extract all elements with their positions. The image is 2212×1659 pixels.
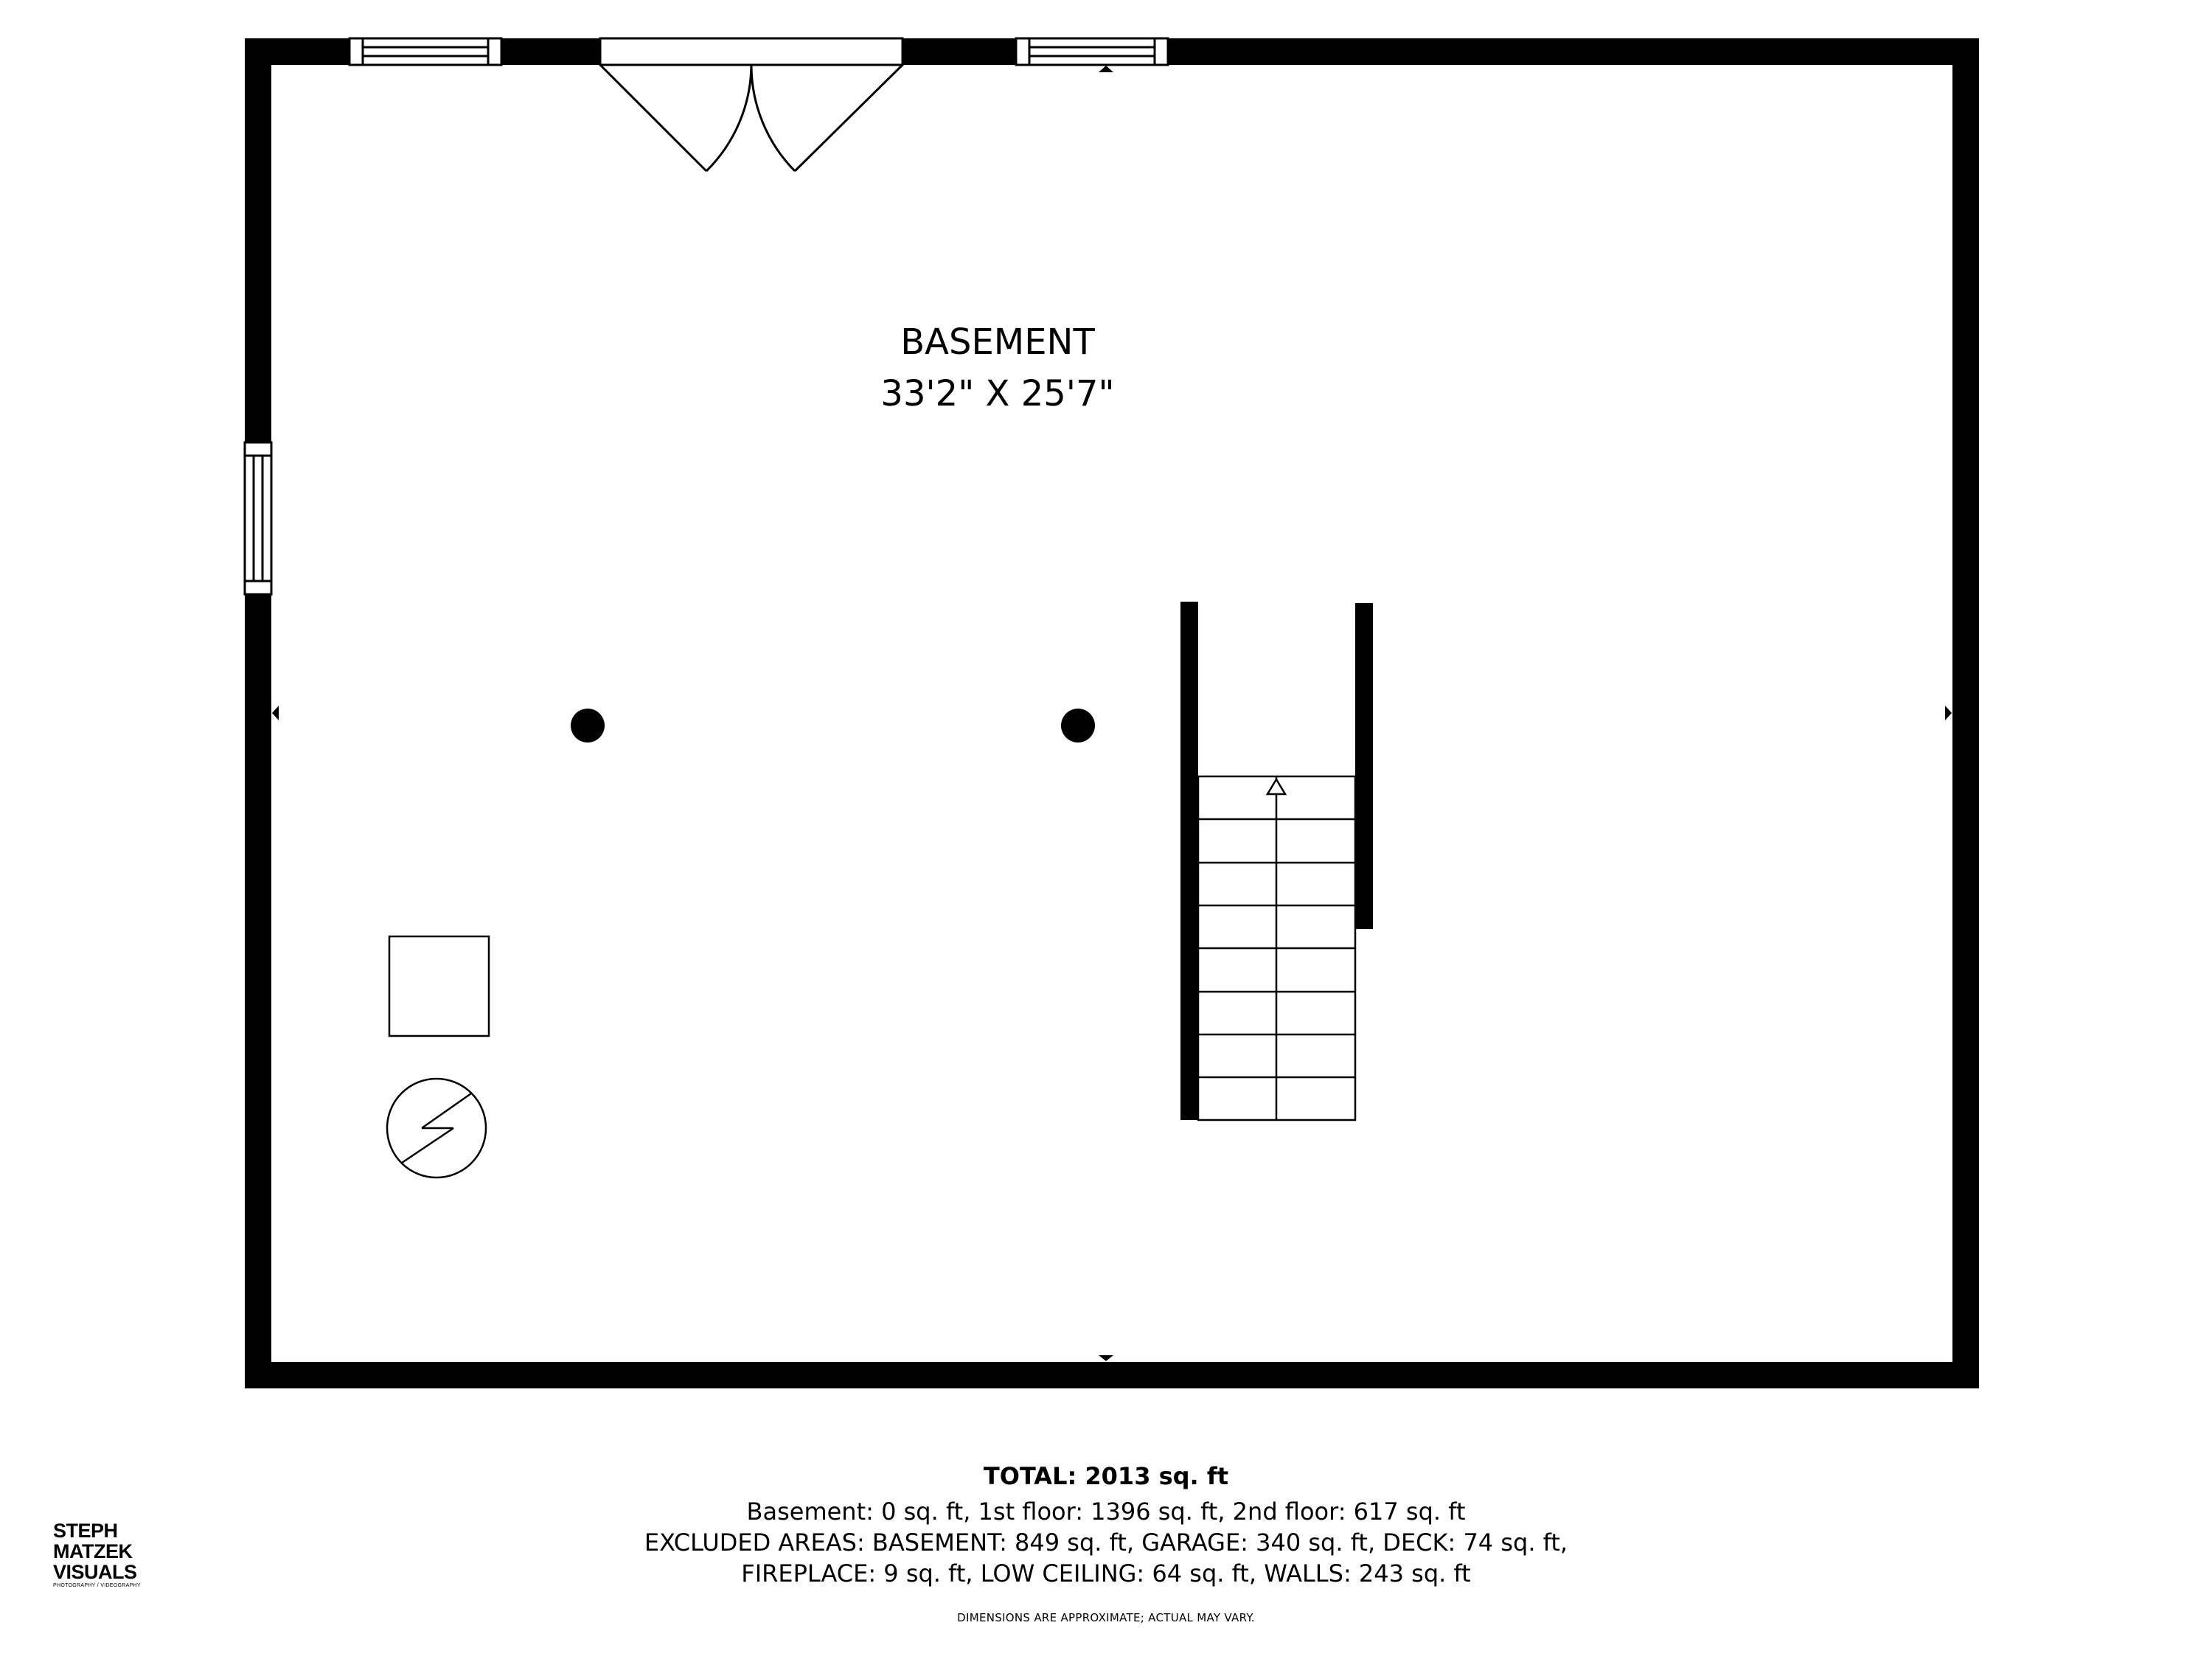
exterior-walls	[245, 38, 1979, 1388]
floor-areas: Basement: 0 sq. ft, 1st floor: 1396 sq. …	[746, 1498, 1466, 1526]
brand-line-3: VISUALS	[53, 1561, 137, 1583]
total-area: TOTAL: 2013 sq. ft	[983, 1462, 1229, 1490]
brand-logo: STEPH MATZEK VISUALS PHOTOGRAPHY / VIDEO…	[53, 1520, 141, 1590]
disclaimer: DIMENSIONS ARE APPROXIMATE; ACTUAL MAY V…	[957, 1611, 1255, 1624]
window-left	[243, 441, 273, 596]
stair-wall-left	[1180, 602, 1198, 1120]
room-name: BASEMENT	[900, 321, 1095, 363]
staircase	[1197, 775, 1357, 1121]
wall-left	[245, 38, 271, 1388]
stair-direction-arrow-icon	[1265, 777, 1287, 796]
wall-right	[1952, 38, 1979, 1388]
brand-tagline: PHOTOGRAPHY / VIDEOGRAPHY	[53, 1583, 141, 1588]
wall-bottom	[245, 1362, 1979, 1388]
stair-wall-right	[1355, 603, 1373, 929]
furnace-icon	[388, 935, 490, 1037]
support-post-left	[571, 709, 605, 742]
water-heater-icon	[386, 1077, 487, 1179]
marker-bottom	[1099, 1355, 1113, 1361]
brand-line-2: MATZEK	[53, 1540, 133, 1562]
excluded-areas-line-2: FIREPLACE: 9 sq. ft, LOW CEILING: 64 sq.…	[741, 1559, 1471, 1587]
double-door	[599, 37, 904, 173]
support-post-right	[1061, 709, 1095, 742]
wall-markers	[272, 706, 1952, 1361]
window-top-right	[1015, 37, 1169, 72]
marker-right	[1945, 706, 1952, 720]
window-top-left	[348, 37, 503, 66]
marker-left	[272, 706, 279, 720]
brand-line-1: STEPH	[53, 1520, 118, 1542]
excluded-areas-line-1: EXCLUDED AREAS: BASEMENT: 849 sq. ft, GA…	[644, 1528, 1568, 1557]
room-dimensions: 33'2" X 25'7"	[880, 373, 1114, 414]
